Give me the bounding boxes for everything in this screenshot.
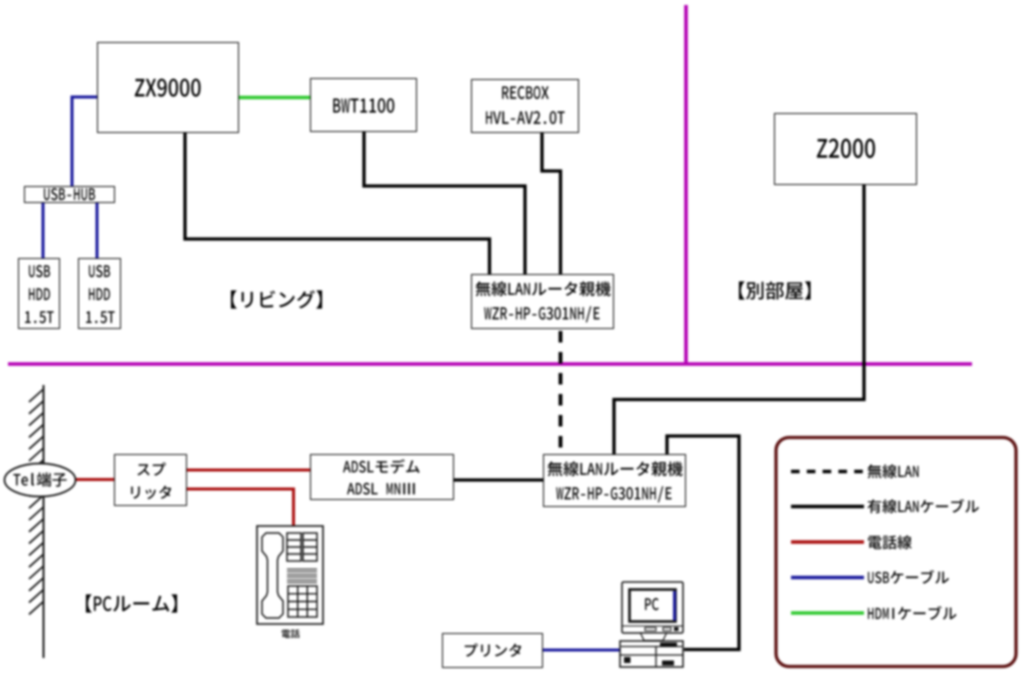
adsl-modem-label-line2: ADSL MNⅢ	[347, 483, 415, 495]
lan-cable-recbox-to-router-living	[540, 133, 563, 274]
other-room-section-label: 【別部屋】	[738, 281, 811, 300]
router-pcroom-label-line1: 無線LANルータ親機	[547, 461, 683, 477]
pc-monitor-button-2	[662, 627, 672, 632]
splitter-label-line1: スプ	[136, 461, 166, 476]
pc-monitor-power-led	[674, 627, 679, 631]
usb-cable-zx9000-to-usb-hub	[70, 95, 98, 186]
legend-label-usb: USBケーブル	[867, 570, 949, 584]
pc-monitor-button-1	[644, 627, 657, 632]
pc-case-vent-slot	[660, 642, 677, 647]
phone-button-rows-1	[287, 539, 301, 555]
bwt1100-label: BWT1100	[333, 97, 395, 113]
wall-hatching	[28, 388, 45, 616]
phone-handset	[261, 532, 284, 619]
usb-hdd-1-label-line1: USB	[28, 264, 50, 277]
usb-hdd-2-label-line1: USB	[89, 264, 111, 277]
phone-label: 電話	[281, 629, 300, 639]
phone-speaker-lines	[287, 568, 317, 583]
wall	[28, 385, 45, 658]
router-living-label-line2: WZR-HP-G301NH/E	[484, 306, 600, 323]
living-section-label: 【リビング】	[230, 290, 322, 309]
lan-cable-bwt1100-to-router-living	[362, 132, 527, 274]
legend-frame	[774, 435, 1018, 669]
router-pcroom-label-line2: WZR-HP-G301NH/E	[556, 486, 672, 503]
recbox-label-line1: RECBOX	[502, 86, 549, 100]
lan-cable-z2000-to-router-pcroom	[612, 185, 866, 454]
pc-case-power-button	[624, 657, 631, 663]
zx9000-label: ZX9000	[135, 78, 201, 98]
pc-room-section-label: 【PCルーム】	[85, 594, 178, 613]
printer-box	[442, 633, 543, 668]
pc-label: PC	[645, 598, 659, 611]
phone-icon	[256, 525, 324, 625]
legend	[774, 435, 1018, 669]
tel-jack-label: Tel端子	[13, 472, 67, 488]
pc-icon	[619, 581, 684, 668]
z2000-label: Z2000	[816, 138, 875, 159]
legend-label-wireless: 無線LAN	[867, 464, 919, 479]
zx9000-box	[97, 42, 239, 133]
pc-monitor-stand	[639, 632, 668, 642]
usb-hdd-2-label-line3: 1.5T	[85, 310, 115, 323]
usb-hub-label: USB-HUB	[44, 188, 96, 201]
pc-case-panel-lines	[620, 645, 683, 667]
printer-label: プリンタ	[464, 643, 521, 657]
adsl-modem-label-line1: ADSLモデム	[343, 459, 420, 474]
router-living-label-line1: 無線LANルータ親機	[475, 281, 611, 297]
phone-button-rows-2	[303, 539, 317, 555]
lan-cable-router-pcroom-to-pc	[665, 434, 741, 652]
phone-keypad-grid	[288, 586, 317, 617]
recbox-box	[471, 79, 579, 133]
recbox-label-line2: HVL-AV2.0T	[486, 111, 565, 125]
pc-case-drive-slot	[662, 660, 674, 666]
legend-label-hdmi: HDMIケーブル	[867, 605, 957, 620]
splitter-label-line2: リッタ	[131, 485, 172, 499]
phone-memory-buttons	[286, 532, 318, 562]
usb-hdd-1-label-line2: HDD	[28, 287, 50, 300]
usb-hdd-1-label-line3: 1.5T	[25, 310, 54, 323]
phone-keypad	[287, 585, 318, 618]
z2000-box	[774, 113, 917, 185]
lan-cable-zx9000-to-router-living	[183, 133, 492, 274]
legend-label-wired: 有線LANケーブル	[867, 499, 979, 514]
usb-hdd-2-label-line2: HDD	[89, 287, 111, 300]
legend-label-phone: 電話線	[867, 534, 912, 549]
phone-line-splitter-to-phone	[187, 487, 295, 526]
